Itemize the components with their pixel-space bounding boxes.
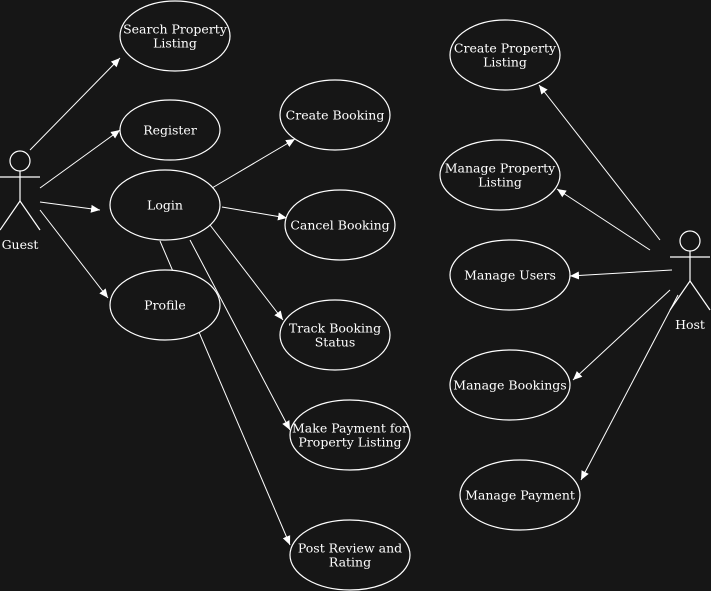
use-case-label: Listing — [153, 36, 197, 51]
association-guest-to-register — [39, 129, 121, 189]
use-case-manage-bookings[interactable]: Manage Bookings — [449, 349, 571, 421]
use-case-label: Track Booking — [289, 321, 381, 336]
actor-host-label: Host — [675, 317, 705, 332]
use-case-label: Manage Users — [464, 268, 556, 283]
use-case-label: Manage Bookings — [453, 378, 566, 393]
use-case-create-booking[interactable]: Create Booking — [279, 79, 391, 151]
association-host-to-manage-payment — [580, 294, 679, 481]
use-case-manage-users[interactable]: Manage Users — [449, 239, 571, 311]
use-case-cancel-booking[interactable]: Cancel Booking — [284, 189, 396, 261]
use-case-label: Create Booking — [286, 108, 385, 123]
use-case-ellipse — [439, 139, 561, 211]
association-host-to-create-property-listing — [538, 84, 661, 241]
association-host-to-manage-property-listing — [556, 188, 651, 251]
association-host-to-manage-users — [569, 269, 673, 280]
use-case-ellipse — [279, 79, 391, 151]
use-case-ellipse — [289, 399, 411, 471]
use-case-label: Register — [143, 123, 197, 138]
use-case-manage-payment[interactable]: Manage Payment — [459, 459, 581, 531]
use-case-label: Property Listing — [298, 435, 401, 450]
use-case-ellipse — [109, 269, 221, 341]
use-case-ellipse — [279, 299, 391, 371]
use-case-label: Listing — [478, 175, 522, 190]
use-case-ellipse — [449, 19, 561, 91]
use-case-label: Manage Property — [445, 161, 556, 176]
use-case-profile[interactable]: Profile — [109, 269, 221, 341]
use-case-label: Make Payment for — [292, 421, 408, 436]
use-case-label: Create Property — [454, 41, 557, 56]
use-case-label: Search Property — [123, 22, 228, 37]
association-login-to-create-booking — [211, 138, 296, 189]
actor-guest-label: Guest — [2, 237, 39, 252]
use-cases: Search PropertyListingRegisterLoginProfi… — [109, 0, 581, 591]
use-case-ellipse — [119, 99, 221, 161]
use-case-label: Post Review and — [298, 541, 402, 556]
association-host-to-manage-bookings — [572, 289, 671, 381]
association-login-to-make-payment — [189, 239, 291, 431]
actor-host-left-leg — [669, 280, 691, 311]
use-case-label: Listing — [483, 55, 527, 70]
use-case-ellipse — [449, 349, 571, 421]
actor-guest-right-leg — [19, 200, 41, 231]
actor-guest-head — [9, 150, 31, 172]
use-case-label: Login — [147, 198, 183, 213]
use-case-label: Status — [315, 335, 356, 350]
association-guest-to-search-property-listing — [29, 57, 121, 151]
actor-host-right-leg — [689, 280, 711, 311]
use-case-ellipse — [449, 239, 571, 311]
association-login-to-cancel-booking — [221, 206, 288, 221]
use-case-login[interactable]: Login — [109, 169, 221, 241]
use-case-label: Rating — [329, 555, 371, 570]
association-guest-to-login — [39, 201, 101, 213]
use-case-ellipse — [289, 519, 411, 591]
association-login-to-track-booking-status — [209, 224, 284, 321]
use-case-register[interactable]: Register — [119, 99, 221, 161]
use-case-ellipse — [459, 459, 581, 531]
use-case-ellipse — [109, 169, 221, 241]
actor-host[interactable] — [669, 230, 711, 311]
actor-guest-left-leg — [0, 200, 21, 231]
use-case-ellipse — [119, 0, 231, 72]
use-case-label: Profile — [144, 298, 186, 313]
actor-guest[interactable] — [0, 150, 41, 231]
actor-host-head — [679, 230, 701, 252]
use-case-label: Cancel Booking — [290, 218, 389, 233]
association-guest-to-profile — [39, 209, 109, 299]
use-case-ellipse — [284, 189, 396, 261]
association-lines — [29, 57, 679, 546]
use-case-label: Manage Payment — [465, 488, 575, 503]
